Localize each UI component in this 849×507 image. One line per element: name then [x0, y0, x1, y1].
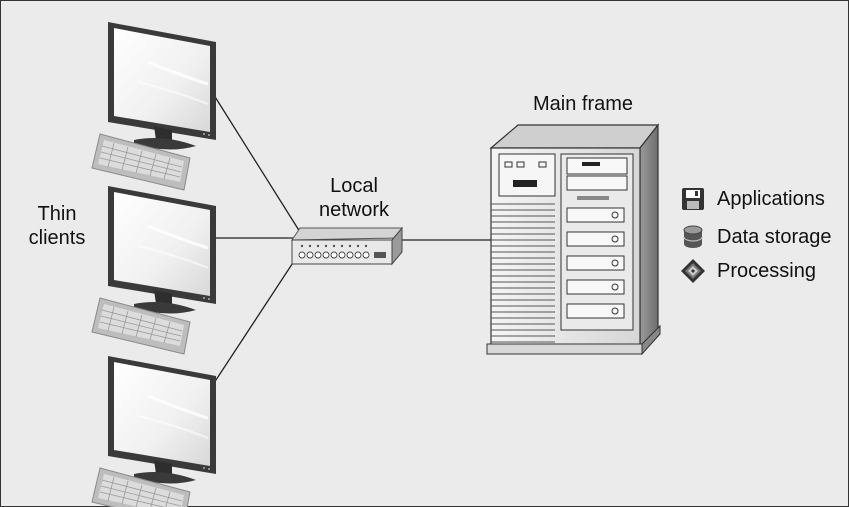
local-network-label: Local network — [312, 174, 396, 222]
thin-clients-label-line-1: Thin — [37, 203, 77, 225]
network-switch-icon — [291, 226, 403, 266]
thin-clients-label-line-2: clients — [28, 227, 86, 249]
drive-bays — [566, 207, 625, 319]
main-frame-label: Main frame — [533, 93, 634, 115]
database-cylinder-icon — [683, 225, 703, 248]
floppy-disk-icon — [682, 188, 704, 210]
local-network-label-line-1: Local — [330, 175, 378, 197]
legend-label-data-storage: Data storage — [717, 226, 832, 248]
mainframe-server — [486, 123, 661, 356]
legend-label-applications: Applications — [717, 188, 825, 210]
link-client-1 — [211, 91, 301, 233]
thin-client-computer-1 — [90, 20, 218, 192]
link-client-3 — [211, 251, 301, 387]
legend-item-applications: Applications — [680, 186, 825, 212]
thin-client-computer-2 — [90, 184, 218, 356]
legend-item-processing: Processing — [680, 258, 816, 284]
local-network-label-line-2: network — [318, 199, 390, 221]
legend-label-processing: Processing — [717, 260, 816, 282]
thin-client-computer-3 — [90, 354, 218, 507]
mainframe-vents — [491, 203, 555, 343]
connection-lines — [211, 91, 491, 387]
legend-item-data-storage: Data storage — [680, 224, 832, 250]
thin-clients-label: Thin clients — [22, 202, 92, 250]
processor-chip-icon — [681, 259, 705, 283]
